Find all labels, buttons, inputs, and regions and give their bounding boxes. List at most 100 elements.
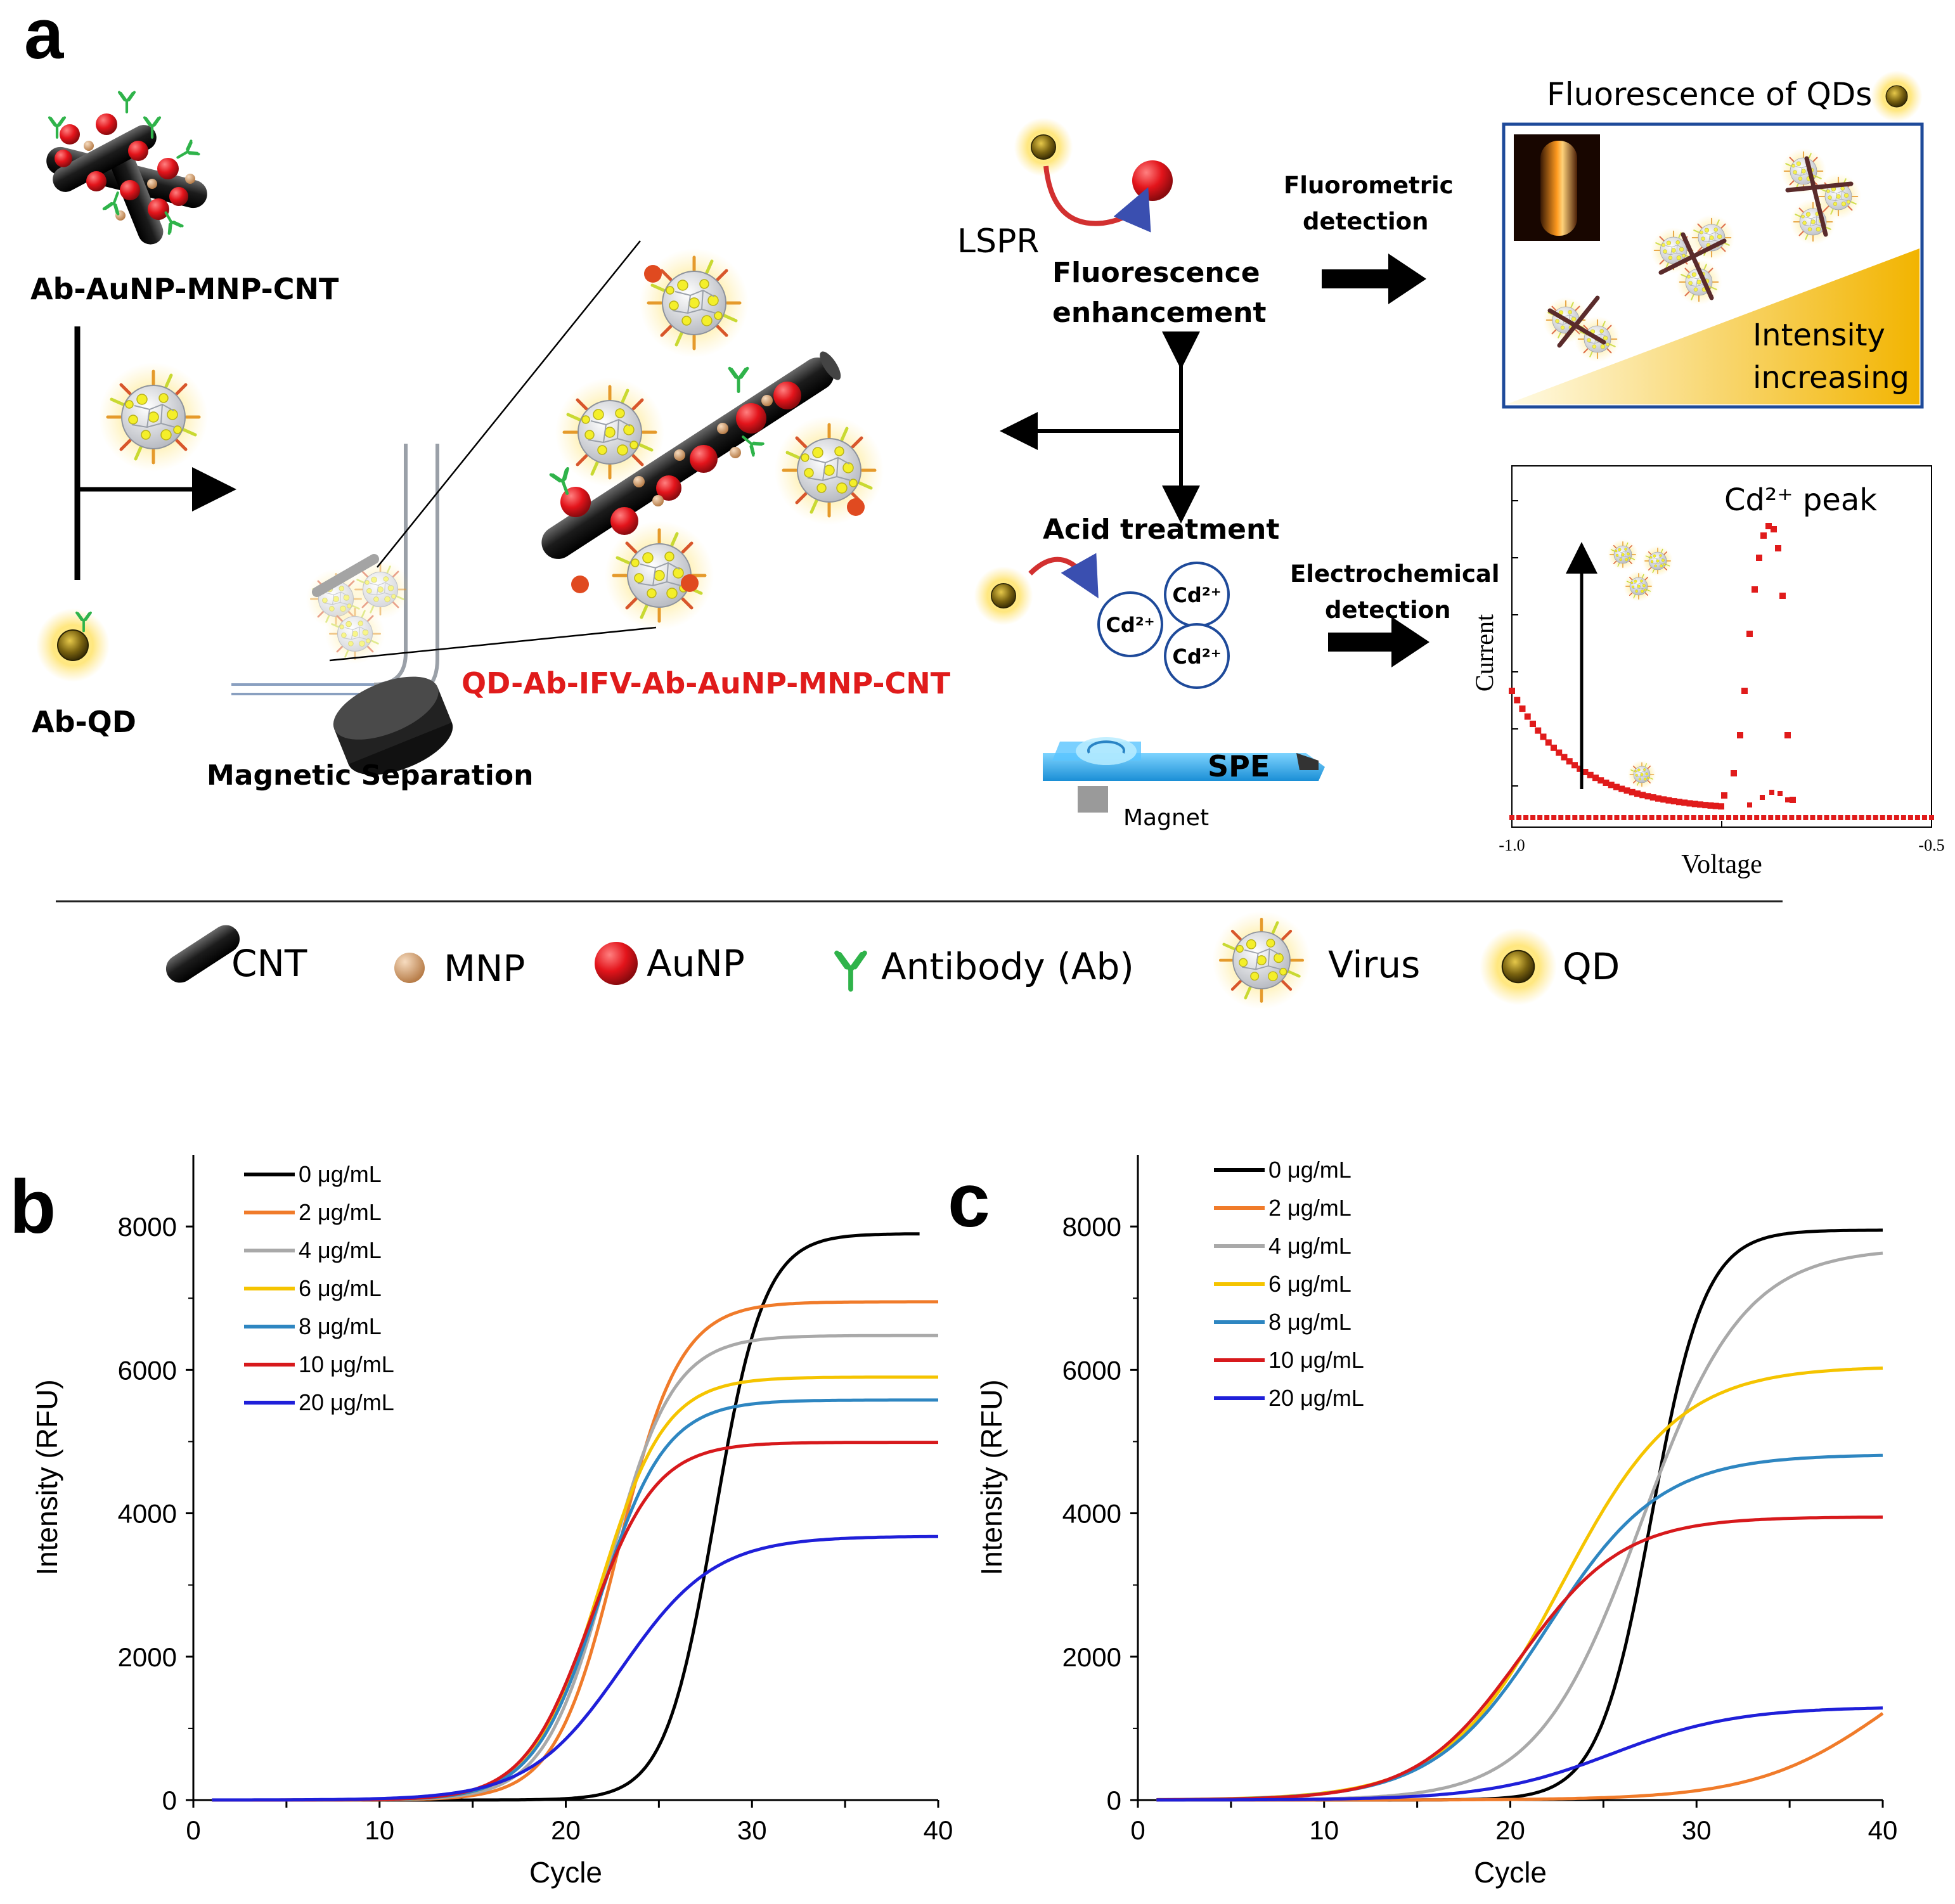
magnetic-separation-label: Magnetic Separation <box>207 759 533 792</box>
complex-label: QD-Ab-IFV-Ab-AuNP-MNP-CNT <box>461 666 951 700</box>
legend-entry: 0 μg/mL <box>1268 1157 1352 1183</box>
lspr-illustration <box>1013 117 1173 233</box>
series-line-5 <box>212 1398 938 1802</box>
voltammogram-xmin: -1.0 <box>1499 836 1525 854</box>
spe-illustration <box>1043 737 1325 813</box>
fluorometric-arrow <box>1322 254 1426 304</box>
x-tick-label: 40 <box>1868 1815 1898 1845</box>
qd-icon <box>1870 70 1923 123</box>
panel-letter-c: c <box>948 1158 990 1243</box>
legend-entry: 20 μg/mL <box>1268 1385 1364 1411</box>
series-line-3 <box>1156 1251 1883 1802</box>
spe-label: SPE <box>1208 749 1270 783</box>
y-tick-label: 8000 <box>1062 1212 1121 1242</box>
legend-entry: 6 μg/mL <box>1268 1271 1352 1297</box>
x-tick-label: 10 <box>365 1815 394 1845</box>
y-tick-label: 0 <box>162 1785 177 1815</box>
lspr-label: LSPR <box>957 222 1039 261</box>
legend-entry: 2 μg/mL <box>1268 1195 1352 1221</box>
legend-virus: Virus <box>1328 943 1420 986</box>
electrochem-label-1: Electrochemical <box>1290 560 1500 588</box>
x-tick-label: 40 <box>924 1815 953 1845</box>
x-tick-label: 20 <box>1495 1815 1525 1845</box>
fluorescence-box <box>1502 122 1924 409</box>
legend-aunp: AuNP <box>647 942 745 985</box>
legend-entry: 2 μg/mL <box>299 1199 382 1225</box>
conjugate-illustration <box>46 93 207 245</box>
series-line-7 <box>1156 1706 1883 1802</box>
y-tick-label: 0 <box>1107 1785 1121 1815</box>
cd-ion-2: Cd²⁺ <box>1172 583 1221 607</box>
qd-legend-icon <box>1479 927 1558 1006</box>
intensity-label-1: Intensity <box>1753 318 1885 353</box>
component-legend <box>165 911 1558 1010</box>
legend-entry: 4 μg/mL <box>299 1237 382 1263</box>
aunp-legend-icon <box>595 942 638 985</box>
cd-ion-3: Cd²⁺ <box>1172 645 1221 669</box>
y-tick-label: 4000 <box>118 1499 177 1529</box>
electrochem-arrow <box>1328 617 1429 667</box>
ab-qd-illustration <box>35 608 110 683</box>
legend-entry: 10 μg/mL <box>1268 1347 1364 1373</box>
ab-qd-label: Ab-QD <box>32 705 136 739</box>
legend-entry: 4 μg/mL <box>1268 1233 1352 1259</box>
virus-icon <box>99 363 208 472</box>
y-tick-label: 6000 <box>118 1355 177 1385</box>
voltammogram-ylabel: Current <box>1470 614 1499 691</box>
x-tick-label: 30 <box>1682 1815 1712 1845</box>
fluorometric-label-2: detection <box>1303 208 1428 235</box>
x-tick-label: 20 <box>551 1815 581 1845</box>
fluorometric-label-1: Fluorometric <box>1284 172 1454 199</box>
y-tick-label: 2000 <box>1062 1642 1121 1672</box>
legend-entry: 10 μg/mL <box>299 1351 394 1377</box>
series-line-4 <box>1156 1367 1883 1801</box>
voltammogram <box>1509 465 1934 828</box>
cd-peak-label: Cd²⁺ peak <box>1724 482 1877 518</box>
fluorescence-title: Fluorescence of QDs <box>1547 76 1872 113</box>
intensity-label-2: increasing <box>1753 360 1909 396</box>
legend-entry: 8 μg/mL <box>299 1313 382 1339</box>
voltammogram-xmax: -0.5 <box>1918 836 1944 854</box>
panel-letter-a: a <box>24 0 64 74</box>
y-tick-label: 6000 <box>1062 1355 1121 1385</box>
complex-illustration <box>541 248 884 630</box>
antibody-legend-icon <box>837 953 865 989</box>
magnet-label: Magnet <box>1123 805 1209 831</box>
legend-mnp: MNP <box>444 947 525 990</box>
panel-letter-b: b <box>10 1164 56 1249</box>
cd-ion-1: Cd²⁺ <box>1106 613 1154 637</box>
voltammogram-xlabel: Voltage <box>1681 850 1762 879</box>
y-tick-label: 8000 <box>118 1212 177 1242</box>
series-line-4 <box>212 1375 938 1802</box>
series-line-6 <box>1156 1515 1883 1802</box>
y-tick-label: 2000 <box>118 1642 177 1672</box>
branch-arrows <box>1000 331 1200 524</box>
x-tick-label: 30 <box>737 1815 767 1845</box>
enhancement-label-2: enhancement <box>1052 297 1266 329</box>
cnt-legend-icon <box>165 925 240 983</box>
electrochem-label-2: detection <box>1325 596 1450 624</box>
magnetic-separation-illustration <box>231 240 657 775</box>
series-line-7 <box>212 1534 938 1802</box>
y-axis-label: Intensity (RFU) <box>30 1379 63 1575</box>
acid-illustration <box>973 553 1230 689</box>
acid-treatment-label: Acid treatment <box>1043 513 1279 546</box>
x-axis-label: Cycle <box>1474 1856 1547 1889</box>
enhancement-label-1: Fluorescence <box>1052 257 1260 289</box>
virus-legend-icon <box>1213 911 1311 1010</box>
y-tick-label: 4000 <box>1062 1499 1121 1529</box>
legend-entry: 8 μg/mL <box>1268 1309 1352 1335</box>
series-line-5 <box>1156 1453 1883 1801</box>
legend-entry: 0 μg/mL <box>299 1161 382 1187</box>
x-tick-label: 0 <box>186 1815 200 1845</box>
x-tick-label: 10 <box>1309 1815 1339 1845</box>
x-axis-label: Cycle <box>529 1856 602 1889</box>
legend-cnt: CNT <box>231 942 307 985</box>
series-line-2 <box>1156 1712 1884 1802</box>
legend-entry: 20 μg/mL <box>299 1389 394 1415</box>
legend-qd: QD <box>1563 945 1620 988</box>
conjugate-label: Ab-AuNP-MNP-CNT <box>30 272 339 306</box>
y-axis-label: Intensity (RFU) <box>975 1379 1008 1575</box>
